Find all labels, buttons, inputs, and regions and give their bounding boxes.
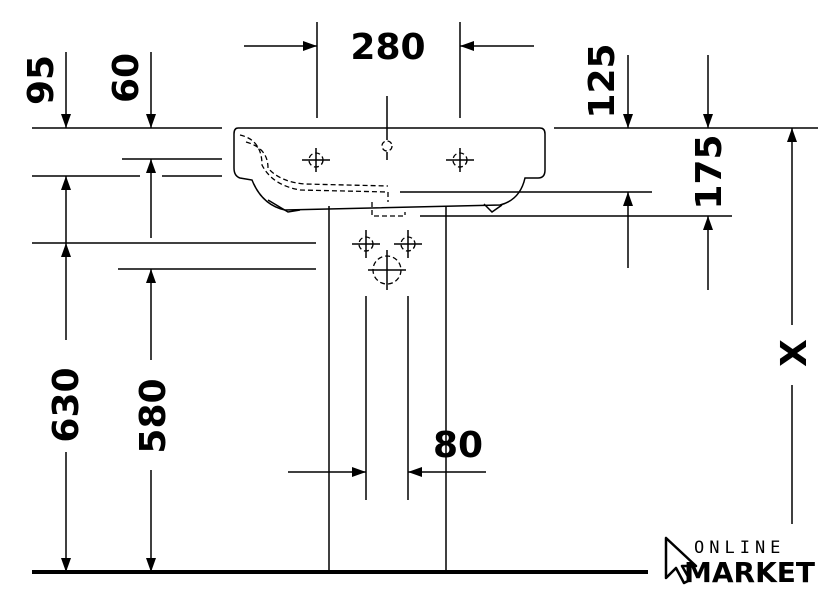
dim-125-label: 125 (582, 43, 623, 118)
dim-280-label: 280 (350, 27, 425, 68)
dim-95-label: 95 (21, 55, 62, 105)
tap-hole-right-icon (446, 148, 474, 172)
logo-text-market: MARKET (684, 556, 815, 589)
tap-hole-center-icon (381, 96, 393, 160)
supply-right-icon (394, 230, 422, 258)
basin-outline (233, 127, 546, 217)
cursor-arrow-icon (664, 536, 698, 585)
dim-x-label: X (774, 339, 815, 367)
tap-hole-left-icon (302, 148, 330, 172)
supply-left-icon (352, 230, 380, 258)
dim-630-label: 630 (46, 367, 87, 442)
extension-lines (32, 22, 818, 270)
dim-80-label: 80 (433, 425, 483, 466)
logo-text-online: ONLINE (694, 538, 785, 558)
waste-outlet-icon (368, 250, 406, 290)
dim-60-label: 60 (106, 53, 147, 103)
dim-580-label: 580 (133, 378, 174, 453)
pedestal (328, 206, 447, 572)
dim-175-label: 175 (689, 134, 730, 209)
online-market-logo: ONLINE MARKET (664, 536, 815, 589)
